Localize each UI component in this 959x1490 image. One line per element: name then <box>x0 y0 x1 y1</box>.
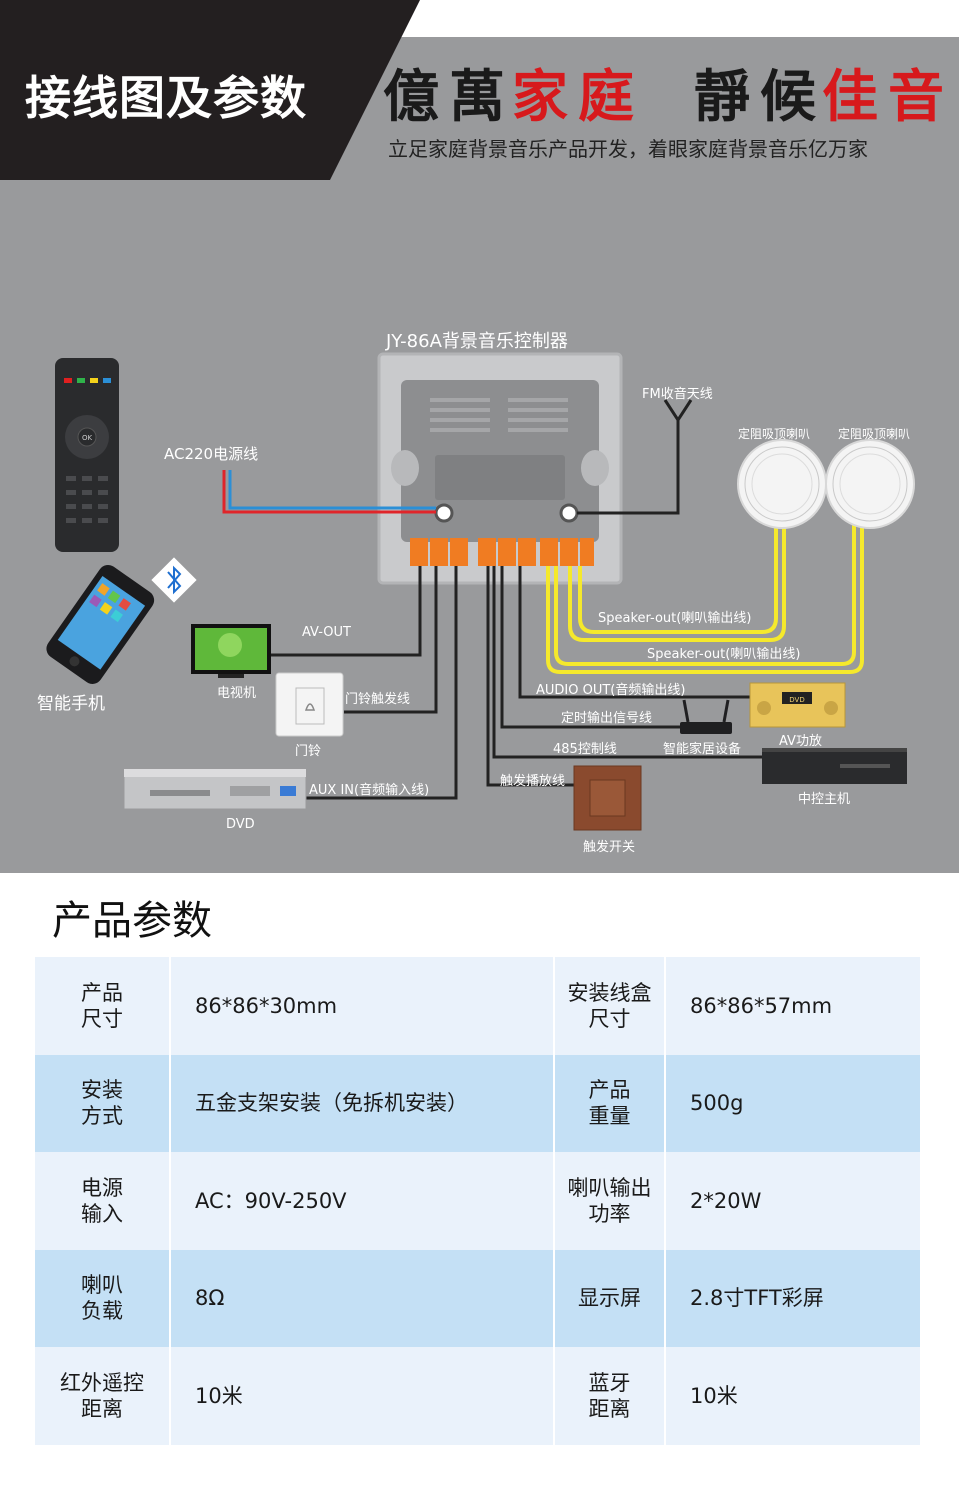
table-row: 红外遥控 距离 10米 蓝牙 距离 10米 <box>35 1347 920 1445</box>
smartphone-label: 智能手机 <box>37 694 105 714</box>
slogan-part-1: 億萬 <box>383 64 515 130</box>
param-key: 安装线盒 尺寸 <box>555 957 666 1055</box>
dvd-label: DVD <box>226 817 255 832</box>
power-wire-red <box>222 470 436 514</box>
table-row: 安装 方式 五金支架安装（免拆机安装） 产品 重量 500g <box>35 1054 920 1152</box>
wiring-diagram-section: 接线图及参数 億萬 家庭 靜候 佳音 立足家庭背景音乐产品开发，着眼家庭背景音乐… <box>0 0 959 873</box>
doorbell-image <box>275 672 344 737</box>
terminal-block <box>410 538 594 566</box>
param-value: 500g <box>690 1091 744 1116</box>
speaker-right-label: 定阻吸顶喇叭 <box>838 427 911 441</box>
subtitle: 立足家庭背景音乐产品开发，着眼家庭背景音乐亿万家 <box>388 137 868 161</box>
remote-control-image: OK <box>55 358 119 552</box>
param-value: 86*86*57mm <box>690 993 833 1018</box>
bluetooth-icon <box>151 557 197 603</box>
param-value: 2*20W <box>690 1188 762 1213</box>
wiring-graphics: OK <box>46 352 915 831</box>
smartphone-image <box>46 564 155 684</box>
param-value: 五金支架安装（免拆机安装） <box>171 1054 555 1152</box>
ceiling-speaker-right <box>825 439 915 529</box>
param-value: AC：90V-250V <box>171 1152 555 1250</box>
controller-panel-image <box>377 352 623 585</box>
param-value: 10米 <box>690 1383 738 1408</box>
rs485-label: 485控制线 <box>553 742 617 757</box>
dvd-player-image <box>123 768 307 810</box>
av-out-label: AV-OUT <box>302 625 351 640</box>
trigger-wire-label: 触发播放线 <box>500 774 566 789</box>
doorbell-label: 门铃 <box>295 744 322 759</box>
trigger-switch-label: 触发开关 <box>583 840 636 855</box>
param-key: 红外遥控 距离 <box>35 1347 171 1445</box>
param-value: 10米 <box>171 1347 555 1445</box>
banner-title: 接线图及参数 <box>25 71 307 125</box>
audio-out-label: AUDIO OUT(音频输出线) <box>536 683 686 698</box>
signal-wires <box>270 399 764 800</box>
slogan-part-2: 家庭 <box>512 64 644 130</box>
av-amp-label: AV功放 <box>779 734 822 749</box>
timer-signal-label: 定时输出信号线 <box>561 711 653 726</box>
param-key: 喇叭输出 功率 <box>555 1152 666 1250</box>
smart-home-label: 智能家居设备 <box>663 742 742 757</box>
central-host-image <box>762 748 907 784</box>
power-wire-blue <box>228 470 436 510</box>
speaker-out-label-2: Speaker-out(喇叭输出线) <box>647 647 801 662</box>
controller-title: JY-86A背景音乐控制器 <box>386 331 568 352</box>
param-key: 产品 重量 <box>555 1054 666 1152</box>
speaker-left-label: 定阻吸顶喇叭 <box>738 427 811 441</box>
table-row: 电源 输入 AC：90V-250V 喇叭输出 功率 2*20W <box>35 1152 920 1250</box>
params-table: 产品 尺寸 86*86*30mm 安装线盒 尺寸 86*86*57mm 安装 方… <box>35 957 920 1445</box>
smart-home-router-image <box>680 699 732 734</box>
tv-label: 电视机 <box>217 686 257 701</box>
trigger-switch-image <box>573 765 642 831</box>
param-value: 2.8寸TFT彩屏 <box>690 1286 824 1311</box>
av-amplifier-image: DVD <box>749 682 846 728</box>
slogan-part-3: 靜候 <box>694 64 826 130</box>
param-key: 产品 尺寸 <box>35 957 171 1055</box>
param-value: 8Ω <box>171 1249 555 1347</box>
slogan-part-4: 佳音 <box>822 64 954 130</box>
param-key: 显示屏 <box>555 1249 666 1347</box>
param-key: 安装 方式 <box>35 1054 171 1152</box>
fm-antenna-label: FM收音天线 <box>642 387 713 402</box>
param-value: 86*86*30mm <box>171 957 555 1055</box>
param-key: 蓝牙 距离 <box>555 1347 666 1445</box>
params-title: 产品参数 <box>52 898 212 944</box>
ac-power-label: AC220电源线 <box>164 445 259 463</box>
remote-ok-label: OK <box>82 434 93 442</box>
speaker-out-label-1: Speaker-out(喇叭输出线) <box>598 611 752 626</box>
tv-image <box>191 624 271 678</box>
param-key: 电源 输入 <box>35 1152 171 1250</box>
table-row: 产品 尺寸 86*86*30mm 安装线盒 尺寸 86*86*57mm <box>35 957 920 1055</box>
amp-display-text: DVD <box>789 696 804 704</box>
ceiling-speaker-left <box>737 439 827 529</box>
central-host-label: 中控主机 <box>798 792 851 807</box>
doorbell-wire-label: 门铃触发线 <box>345 692 411 707</box>
speaker-wires <box>546 525 864 674</box>
param-key: 喇叭 负载 <box>35 1249 171 1347</box>
aux-in-label: AUX IN(音频输入线) <box>309 783 430 798</box>
table-row: 喇叭 负载 8Ω 显示屏 2.8寸TFT彩屏 <box>35 1249 920 1347</box>
